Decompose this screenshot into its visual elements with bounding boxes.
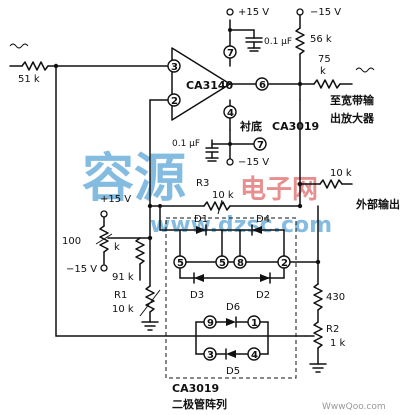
label-out-wideband-2: 出放大器 xyxy=(330,111,375,125)
label-diode-array-id: CA3019 xyxy=(172,382,219,395)
label-substrate: 衬底 xyxy=(240,119,262,133)
diode-d5 xyxy=(226,350,236,358)
pin-8: 8 xyxy=(237,258,244,269)
label-r-100: 100 xyxy=(62,236,81,247)
label-d6: D6 xyxy=(226,302,240,313)
opamp-label: CA3140 xyxy=(186,79,234,92)
label-r3-value: 10 k xyxy=(212,190,234,201)
label-d4: D4 xyxy=(256,214,270,225)
resistor-51k xyxy=(21,61,49,71)
pin-3: 3 xyxy=(171,62,178,73)
top-supply: +15 V 0.1 μF xyxy=(226,7,292,52)
pin-4b: 4 xyxy=(251,350,258,361)
pin-1: 1 xyxy=(251,318,258,329)
diode-d4 xyxy=(252,226,262,234)
pin-3b: 3 xyxy=(207,350,214,361)
label-substrate-ic: CA3019 xyxy=(272,120,319,133)
watermark-cn: 容源 xyxy=(82,149,186,209)
pin-5-mid: 5 xyxy=(219,258,226,269)
input-section: 5 1 k xyxy=(9,43,307,337)
pin-2: 2 xyxy=(171,96,178,107)
pin-7b: 7 xyxy=(257,140,264,151)
resistor-75k xyxy=(313,79,341,89)
resistor-r2 xyxy=(313,321,323,349)
label-supply-pos-top: +15 V xyxy=(238,7,269,18)
feedback xyxy=(149,99,169,207)
label-r-75-unit: k xyxy=(320,66,326,77)
label-r-100-unit: k xyxy=(114,242,120,253)
label-d1: D1 xyxy=(194,214,208,225)
label-r-430: 430 xyxy=(326,292,345,303)
label-cap-bottom: 0.1 μF xyxy=(172,139,200,149)
label-r-56k: 56 k xyxy=(310,34,332,45)
label-supply-neg-pot: −15 V xyxy=(66,264,97,275)
diode-d3 xyxy=(194,274,204,282)
label-out-wideband-1: 至宽带输 xyxy=(330,93,375,107)
label-r-75: 75 xyxy=(318,54,331,65)
opamp-triangle xyxy=(171,47,231,121)
watermark: 容源 电子网 www.dzsc.com WwwQoo.com xyxy=(82,149,386,412)
label-d2: D2 xyxy=(256,290,270,301)
resistor-91k xyxy=(135,237,145,265)
label-supply-neg-bottom: −15 V xyxy=(238,157,269,168)
diode-d1 xyxy=(196,226,206,234)
label-r-in: 51 k xyxy=(18,74,40,85)
output-section: −15 V 56 k 75 k 至宽带输 出放大器 xyxy=(295,7,375,125)
pin-2b: 2 xyxy=(281,258,288,269)
r2-section: 430 R2 1 k xyxy=(305,205,346,373)
watermark-foot: WwwQoo.com xyxy=(322,402,386,412)
label-d5: D5 xyxy=(226,366,240,377)
label-diode-array: 二极管阵列 xyxy=(172,397,227,411)
offset-pot-section: +15 V 100 k −15 V 91 k xyxy=(62,194,153,283)
diode-d2 xyxy=(260,274,270,282)
label-supply-pos-pot: +15 V xyxy=(100,194,131,205)
r1-section: R1 10 k xyxy=(112,237,161,331)
resistor-10k-out xyxy=(319,179,343,189)
label-cap-top: 0.1 μF xyxy=(264,37,292,47)
resistor-r3 xyxy=(203,201,231,211)
diode-array-box xyxy=(165,217,297,379)
output-signal-icon xyxy=(355,67,375,73)
label-r-10k-out: 10 k xyxy=(330,168,352,179)
diode-array: CA3019 二极管阵列 D1 D4 5 5 8 2 xyxy=(158,204,319,411)
resistor-430 xyxy=(313,283,323,311)
watermark-url: www.dzsc.com xyxy=(150,213,332,238)
label-d3: D3 xyxy=(190,290,204,301)
label-supply-neg-top: −15 V xyxy=(310,7,341,18)
label-r3: R3 xyxy=(196,178,209,189)
label-r-91k: 91 k xyxy=(112,272,134,283)
label-r2-value: 1 k xyxy=(330,338,346,349)
diode-d6 xyxy=(226,318,236,326)
label-out-external: 外部输出 xyxy=(355,197,400,211)
watermark-sub: 电子网 xyxy=(240,175,318,205)
resistor-r1 xyxy=(145,285,155,313)
opamp: 3 2 CA3140 7 6 4 xyxy=(167,19,299,131)
label-r2: R2 xyxy=(326,324,339,335)
pin-9: 9 xyxy=(207,318,214,329)
substrate-section: 衬底 CA3019 7 0.1 μF −15 V xyxy=(172,119,319,168)
pin-7: 7 xyxy=(227,48,234,59)
label-r1: R1 xyxy=(114,290,127,301)
pin-6: 6 xyxy=(259,80,266,91)
input-signal-icon xyxy=(9,43,29,49)
resistor-56k xyxy=(295,27,305,55)
pin-4: 4 xyxy=(227,108,234,119)
pin-5: 5 xyxy=(177,258,184,269)
label-r1-value: 10 k xyxy=(112,304,134,315)
